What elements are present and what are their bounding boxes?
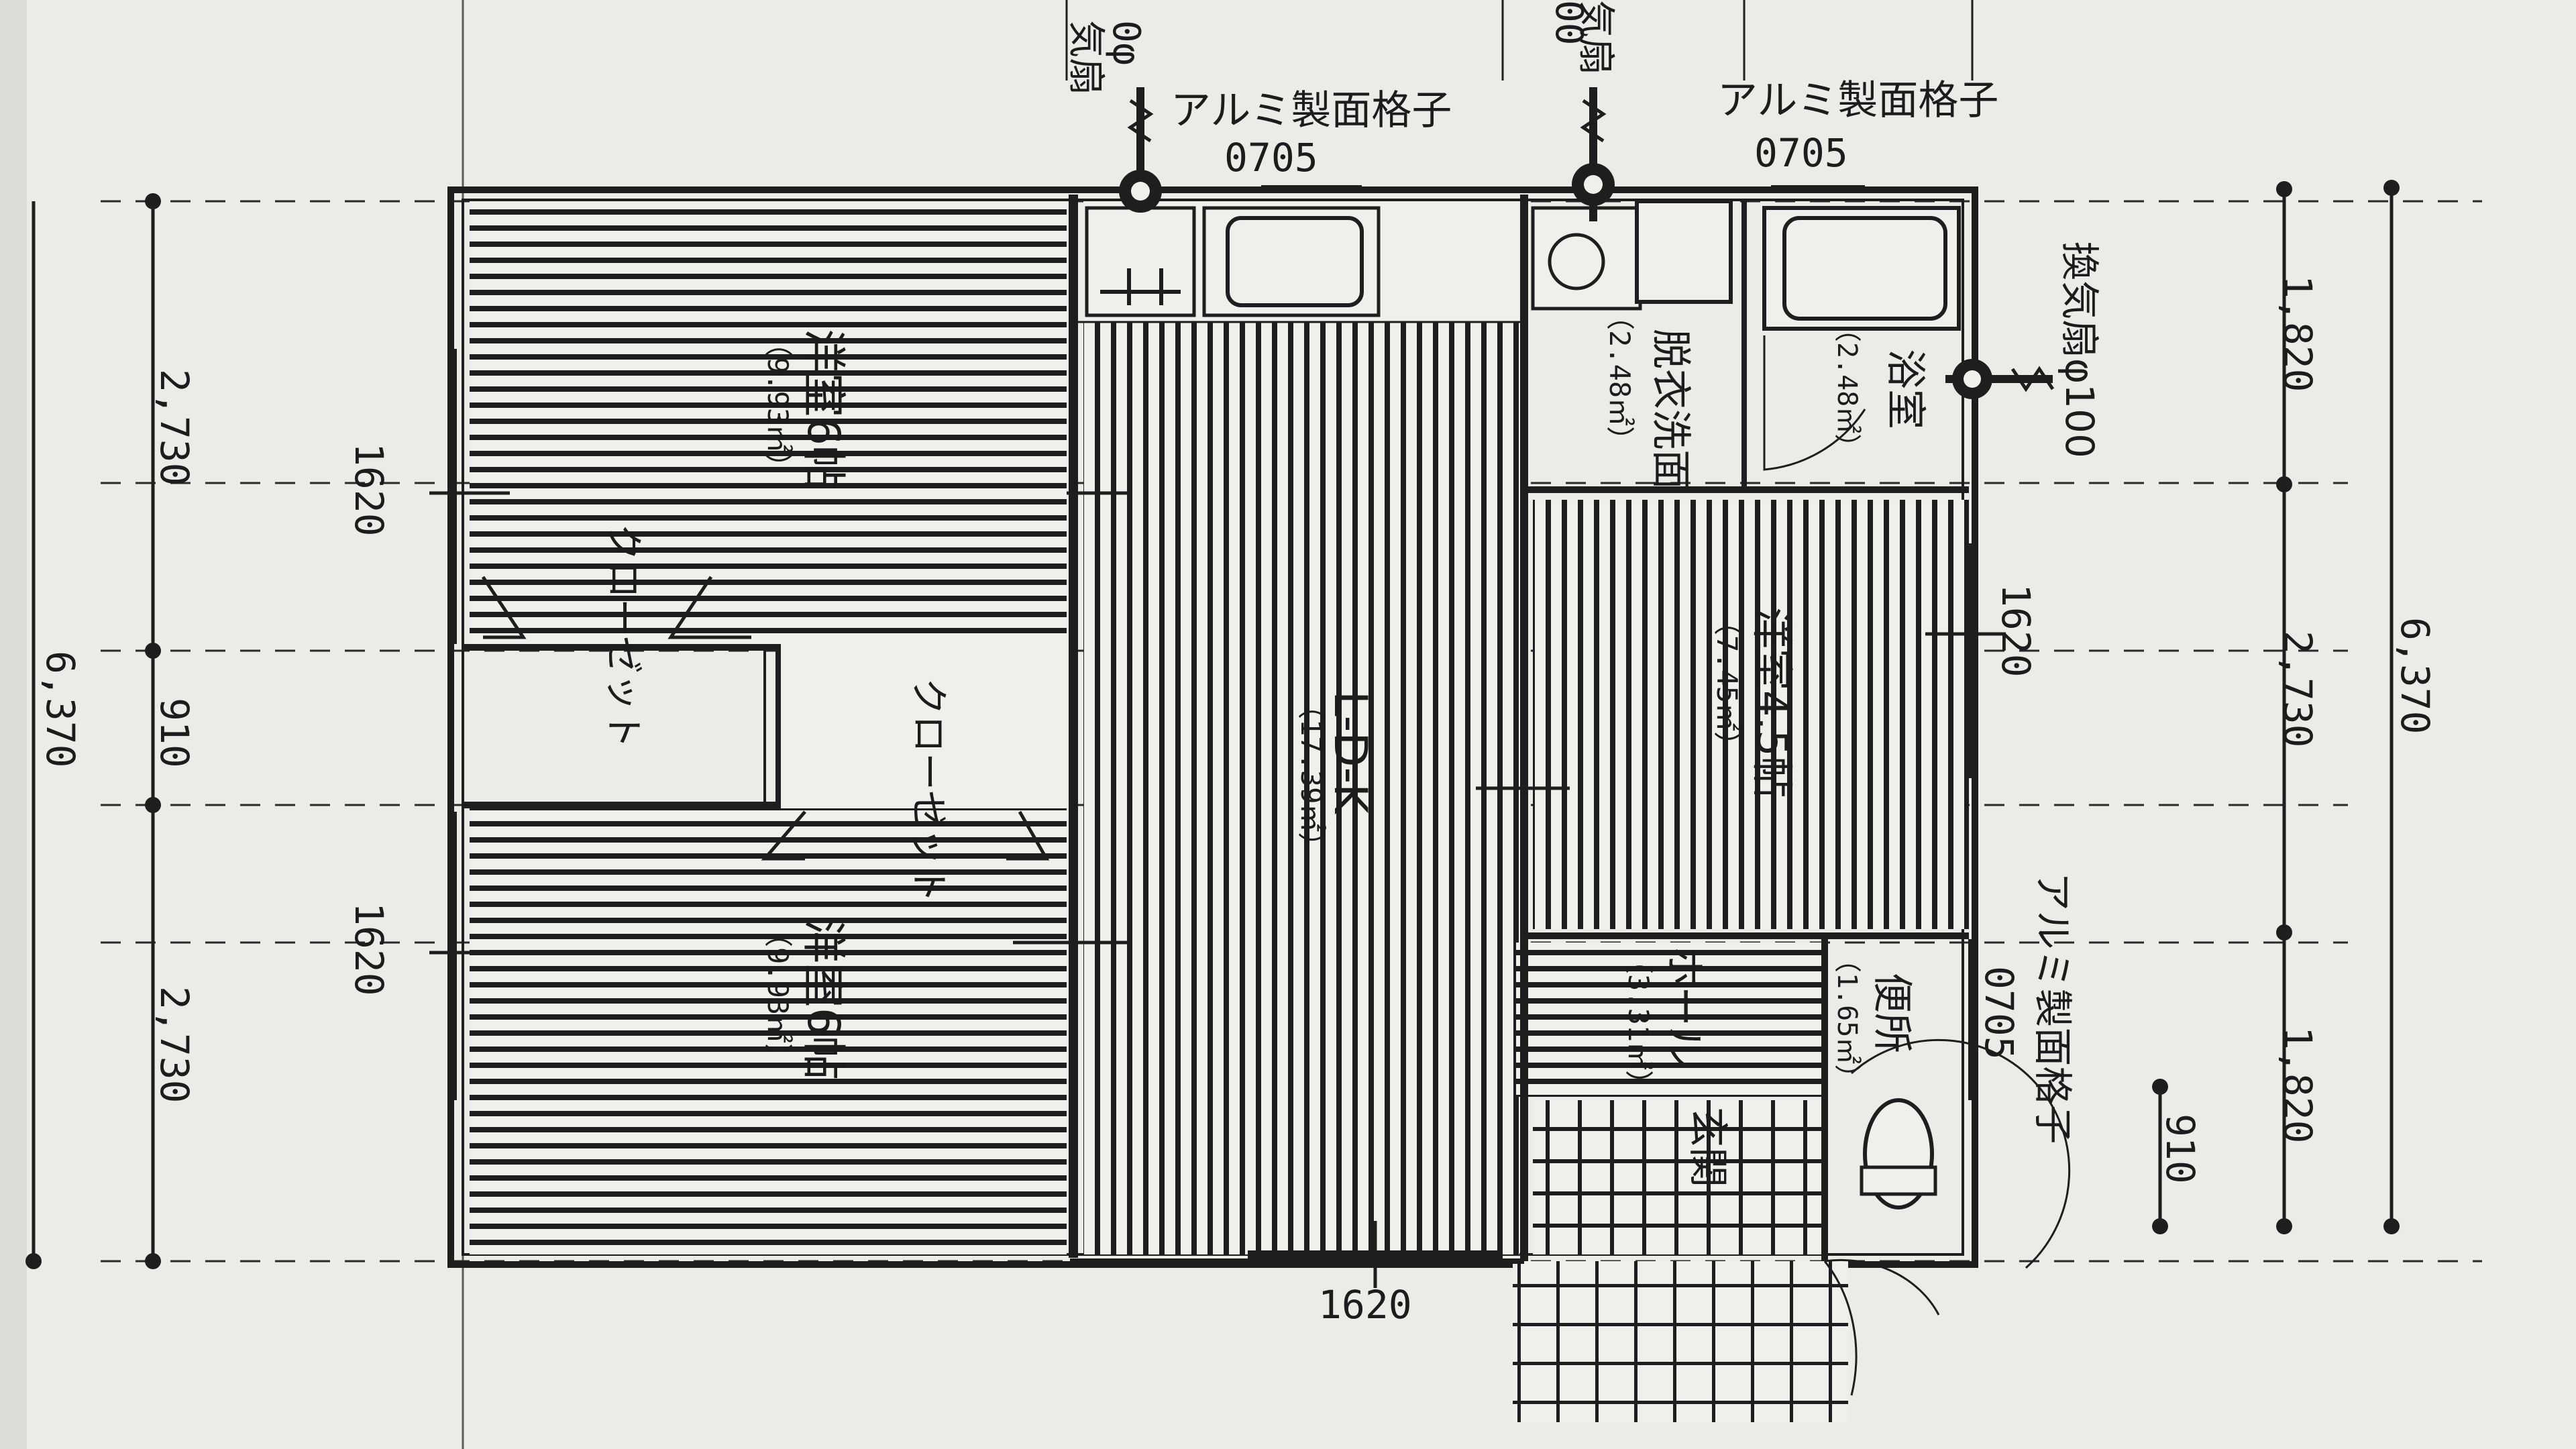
entrance-door-swing [1823, 1258, 1940, 1396]
dim-window-west-top: 1620 [346, 443, 392, 537]
dim-window-east: 1620 [1993, 584, 2039, 678]
floor-closet-center [778, 644, 1067, 808]
room-closet-center-name: クローゼット [906, 678, 950, 903]
room-ldk-area: （17.39㎡） [1295, 691, 1328, 860]
floor-hall [1516, 943, 1825, 1097]
window-code-bath: 0705 [1754, 130, 1848, 176]
floor-porch [1513, 1261, 1848, 1422]
room-washroom-name: 脱衣洗面 [1647, 329, 1694, 490]
dim-left-mid: 910 [152, 698, 197, 768]
fan-label-bath: 換気扇φ100 [2057, 241, 2102, 458]
room-toilet-area: （1.65㎡） [1831, 946, 1862, 1091]
dim-window-south: 1620 [1318, 1282, 1412, 1328]
room-hall-name: ホール [1660, 946, 1707, 1067]
fan-label-partial-left: 気扇 [1064, 20, 1108, 95]
grille-label-kitchen: アルミ製面格子 [1171, 87, 1452, 134]
floor-western-right [1533, 500, 1969, 929]
window-code-toilet: 0705 [1976, 966, 2022, 1060]
grille-label-bath: アルミ製面格子 [1717, 77, 1998, 124]
fan-symbol-bath [1945, 359, 2055, 399]
room-ldk-name: L-D-K [1324, 691, 1377, 815]
floor-western-top [470, 201, 1067, 644]
dim-right-b: 2,730 [2275, 631, 2320, 748]
dim-window-west-bottom: 1620 [346, 902, 392, 996]
room-bath-area: （2.48㎡） [1831, 315, 1862, 460]
room-entrance-name: 玄関 [1684, 1107, 1731, 1187]
floor-entrance [1533, 1100, 1828, 1254]
fan-symbol-washroom [1572, 87, 1615, 221]
dim-left-upper: 2,730 [152, 369, 197, 486]
dim-right-a: 1,820 [2275, 275, 2320, 392]
room-toilet-name: 便所 [1868, 973, 1915, 1053]
floor-ldk [1083, 322, 1519, 1254]
dim-left-lower: 2,730 [152, 986, 197, 1104]
room-western-top-name: 洋室6帖 [798, 329, 849, 490]
room-western-right-name: 洋室4.5帖 [1748, 607, 1796, 798]
room-washroom-area: （2.48㎡） [1603, 302, 1636, 454]
right-dimension-chain [2152, 180, 2400, 1234]
closet-doors [481, 576, 1050, 861]
bath-fixtures [1531, 199, 1961, 471]
interior-walls [463, 195, 1969, 1264]
fan-label-partial-right-digits: 00 [1547, 0, 1591, 45]
fan-label-partial-right: 気扇 [1574, 0, 1617, 75]
dim-right-total: 6,370 [2392, 617, 2438, 735]
dim-right-small: 910 [2157, 1114, 2203, 1184]
room-western-right-area: （7.45㎡） [1711, 607, 1743, 759]
dim-right-c: 1,820 [2275, 1026, 2320, 1144]
page-gutter [0, 0, 27, 1449]
room-hall-area: （3.31㎡） [1622, 946, 1655, 1098]
fan-label-partial-left-digits: 0φ [1104, 20, 1148, 65]
floor-western-bottom [470, 808, 1067, 1254]
room-closet-top-name: クローゼット [601, 523, 645, 749]
windows [429, 185, 2006, 1288]
dim-left-total: 6,370 [38, 651, 83, 768]
room-bath-name: 浴室 [1882, 349, 1929, 429]
room-western-top-area: （9.93㎡） [761, 329, 794, 481]
toilet-fixture [1851, 1038, 2071, 1269]
left-dimension-chain [25, 193, 161, 1269]
room-western-bottom-area: （9.93㎡） [761, 919, 794, 1071]
grille-label-toilet: アルミ製面格子 [2030, 872, 2076, 1144]
kitchen-fixtures [1085, 206, 1381, 317]
room-western-bottom-name: 洋室6帖 [798, 919, 849, 1080]
window-code-kitchen: 0705 [1224, 135, 1318, 180]
fan-symbol-kitchen [1119, 87, 1162, 213]
